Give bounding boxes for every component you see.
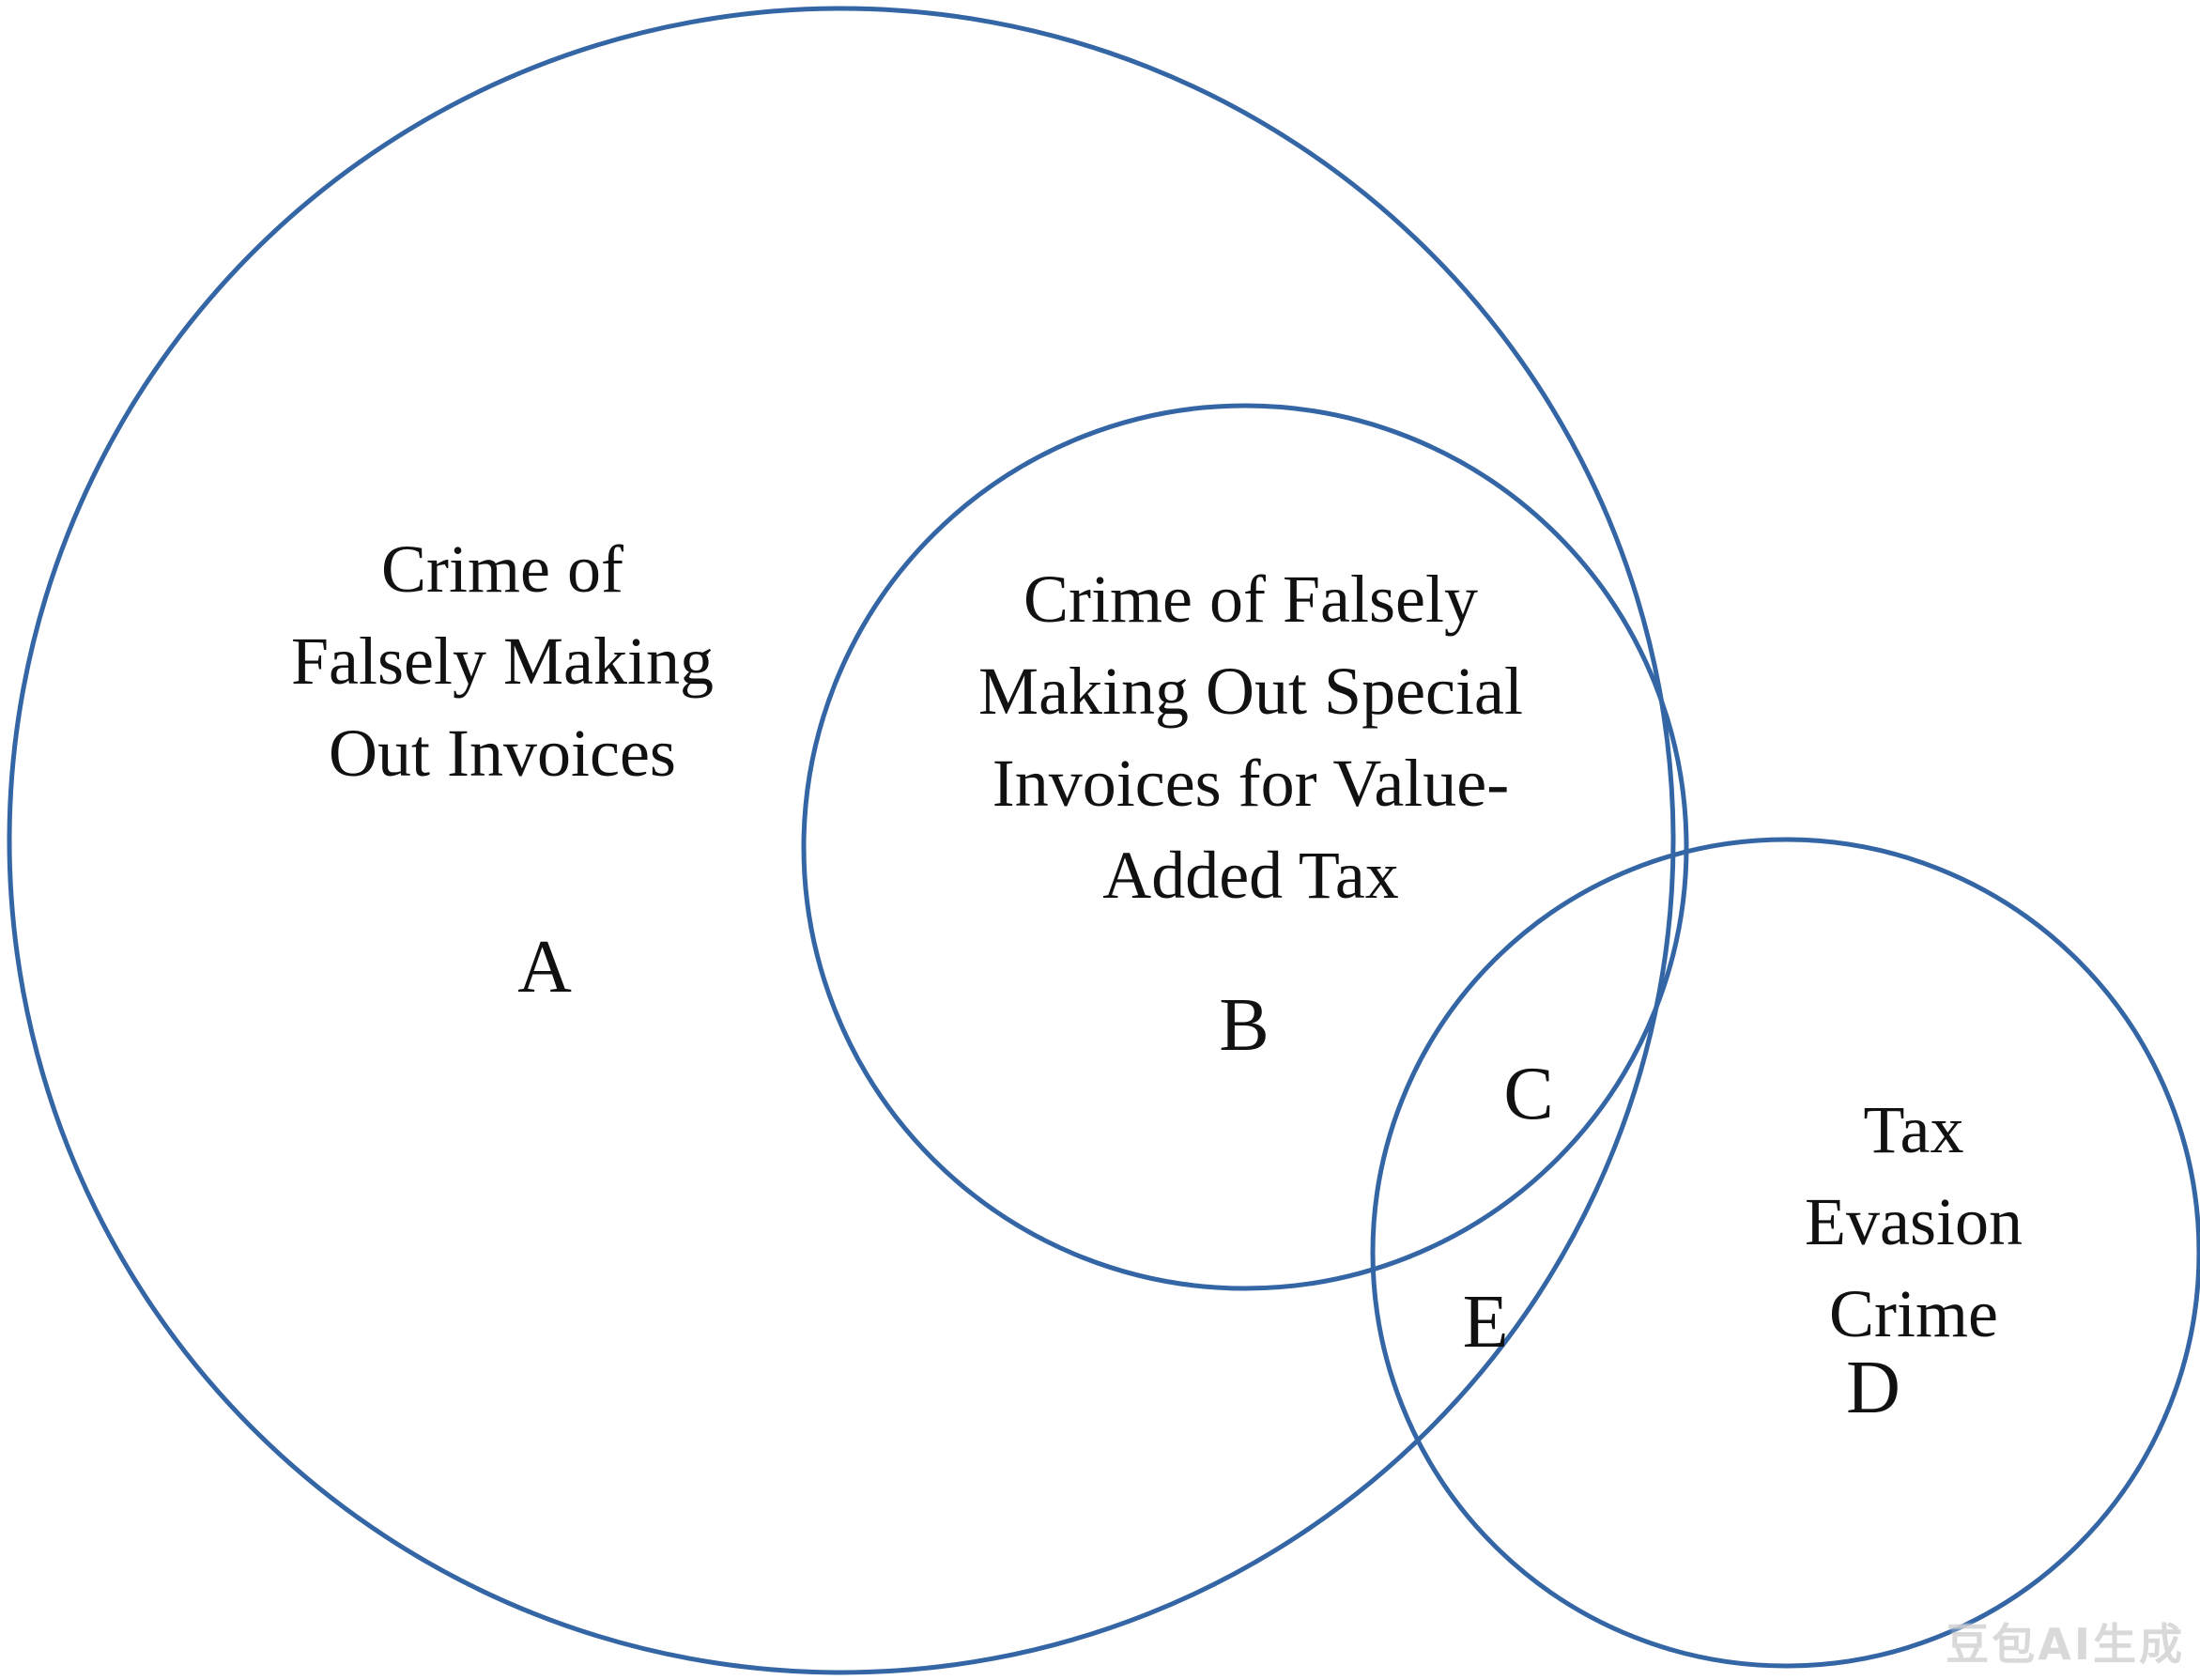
region-letter-a: A: [517, 926, 572, 1009]
set-b-label: Crime of Falsely Making Out Special Invo…: [978, 562, 1523, 913]
region-letter-b: B: [1219, 984, 1269, 1067]
ai-generated-watermark: 豆包AI生成: [1946, 1619, 2185, 1670]
set-d-label: Tax Evasion Crime: [1805, 1092, 2023, 1351]
region-letter-d: D: [1846, 1347, 1900, 1429]
set-a-label: Crime of Falsely Making Out Invoices: [291, 532, 714, 791]
circle-set-a: [7, 6, 1676, 1675]
region-letter-c: C: [1503, 1053, 1554, 1135]
region-letter-e: E: [1462, 1281, 1509, 1364]
circle-set-b: [801, 403, 1689, 1291]
circle-set-d: [1370, 837, 2200, 1669]
